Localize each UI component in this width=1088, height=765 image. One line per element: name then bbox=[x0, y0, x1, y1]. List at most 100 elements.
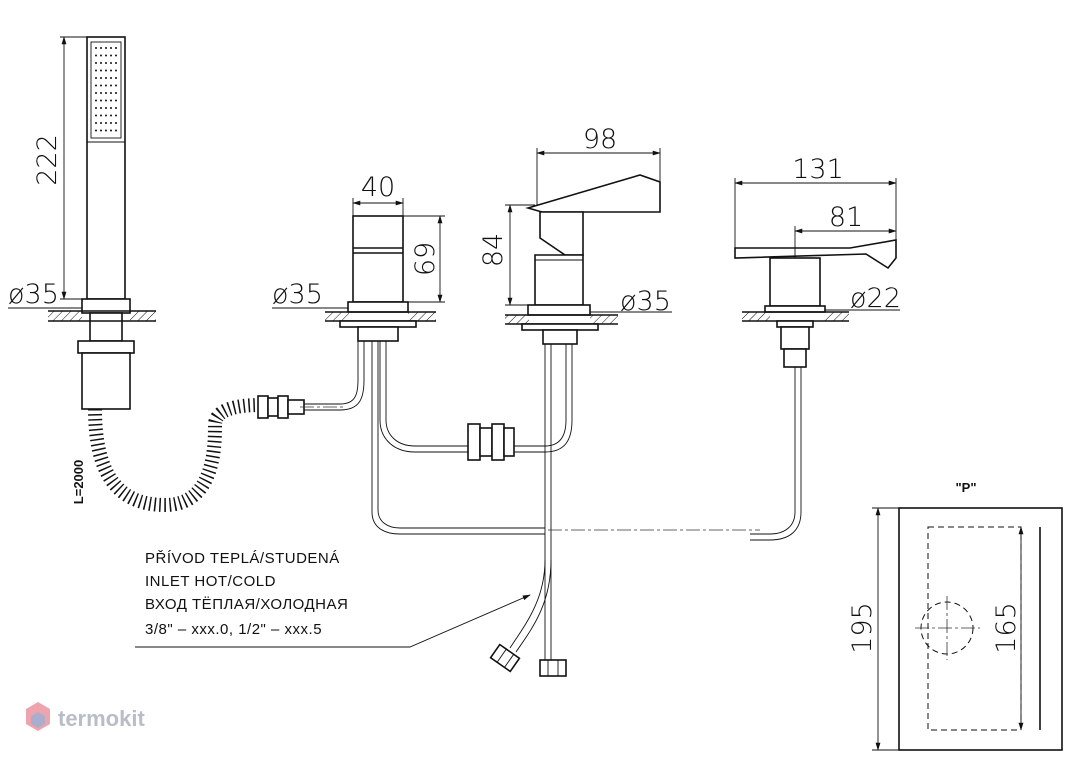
nozzle-dot bbox=[95, 84, 97, 87]
dimension-handshower-dia: ø35 bbox=[8, 279, 82, 310]
dimension-diverter-dia: ø35 bbox=[272, 279, 348, 310]
nozzle-dot bbox=[100, 99, 102, 102]
nozzle-dot bbox=[100, 69, 102, 72]
nozzle-dot bbox=[105, 77, 107, 79]
nozzle-dot bbox=[95, 92, 97, 94]
dimension-mixer-height: 84 bbox=[478, 204, 535, 306]
nozzle-dot bbox=[115, 84, 117, 87]
dim-69-label: 69 bbox=[410, 242, 441, 276]
note-line-2: INLET HOT/COLD bbox=[145, 573, 276, 590]
dimension-spout-dia: ø22 bbox=[825, 283, 901, 314]
nozzle-dot bbox=[95, 77, 97, 79]
shower-hose bbox=[88, 335, 365, 513]
nozzle-dot bbox=[100, 84, 102, 87]
pipes bbox=[135, 341, 802, 677]
nozzle-dot bbox=[115, 62, 117, 64]
nozzle-dot bbox=[115, 114, 117, 117]
note-line-4: 3/8" – xxx.0, 1/2" – xxx.5 bbox=[145, 621, 322, 638]
nozzle-dot bbox=[115, 107, 117, 109]
dimension-mixer-dia: ø35 bbox=[590, 286, 672, 317]
nozzle-dot bbox=[105, 122, 107, 124]
nozzle-dot bbox=[95, 47, 97, 49]
nozzle-dot bbox=[100, 47, 102, 49]
nozzle-dot bbox=[105, 129, 107, 132]
nozzle-dot bbox=[105, 84, 107, 87]
nozzle-dot bbox=[95, 69, 97, 72]
dim-131-label: 131 bbox=[792, 154, 844, 185]
nozzle-dot bbox=[100, 129, 102, 132]
nozzle-dot bbox=[105, 69, 107, 72]
nozzle-dot bbox=[110, 84, 112, 87]
nozzle-dot bbox=[110, 99, 112, 102]
nozzle-dot bbox=[95, 62, 97, 64]
nozzle-dot bbox=[110, 47, 112, 49]
hose-length-label: L=2000 bbox=[71, 460, 86, 504]
nozzle-dot bbox=[95, 54, 97, 57]
nozzle-dot bbox=[115, 92, 117, 94]
nozzle-dot bbox=[110, 122, 112, 124]
nozzle-dot bbox=[105, 107, 107, 109]
nozzle-dot bbox=[100, 54, 102, 57]
dim-dia22-label: ø22 bbox=[850, 283, 901, 314]
dim-165-label: 165 bbox=[991, 602, 1022, 654]
dim-195-label: 195 bbox=[847, 602, 878, 654]
note-line-1: PŘÍVOD TEPLÁ/STUDENÁ bbox=[145, 550, 340, 567]
nozzle-dot bbox=[100, 122, 102, 124]
dim-84-label: 84 bbox=[478, 233, 509, 267]
nozzle-dot bbox=[95, 114, 97, 117]
nozzle-dot bbox=[105, 114, 107, 117]
detail-p-plate: "P" 195 165 bbox=[847, 480, 1063, 751]
nozzle-dot bbox=[110, 69, 112, 72]
nozzle-dot bbox=[110, 62, 112, 64]
nozzle-dot bbox=[110, 129, 112, 132]
nozzle-dot bbox=[115, 129, 117, 132]
dim-dia35-left-label: ø35 bbox=[8, 279, 59, 310]
dim-98-label: 98 bbox=[583, 124, 617, 155]
termokit-watermark: termokit bbox=[26, 702, 145, 731]
dimension-diverter-height: 69 bbox=[403, 215, 445, 303]
nozzle-dot bbox=[115, 77, 117, 79]
dimension-diverter-width: 40 bbox=[352, 172, 404, 216]
dimension-handshower-height: 222 bbox=[32, 36, 87, 300]
nozzle-dot bbox=[110, 92, 112, 94]
dimension-spout-width: 131 bbox=[734, 154, 897, 248]
nozzle-dot bbox=[115, 99, 117, 102]
dimension-spout-reach: 81 bbox=[794, 202, 897, 258]
nozzle-dot bbox=[105, 54, 107, 57]
nozzle-dot bbox=[100, 77, 102, 79]
nozzle-dot bbox=[100, 62, 102, 64]
nozzle-dot bbox=[105, 99, 107, 102]
nozzle-dot bbox=[110, 114, 112, 117]
diverter bbox=[325, 215, 436, 342]
nozzle-dot bbox=[110, 107, 112, 109]
nozzle-dot bbox=[95, 99, 97, 102]
nozzle-dot bbox=[115, 122, 117, 124]
nozzle-dot bbox=[115, 54, 117, 57]
dim-dia35-mid-label: ø35 bbox=[272, 279, 323, 310]
nozzle-dot bbox=[115, 69, 117, 72]
dimension-mixer-width: 98 bbox=[536, 124, 661, 205]
nozzle-dot bbox=[105, 62, 107, 64]
nozzle-dot bbox=[110, 77, 112, 79]
note-line-3: ВХОД ТЁПЛАЯ/ХОЛОДНАЯ bbox=[145, 596, 348, 613]
nozzle-dot bbox=[95, 122, 97, 124]
nozzle-dot bbox=[105, 47, 107, 49]
nozzle-dot bbox=[115, 47, 117, 49]
nozzle-dot bbox=[110, 54, 112, 57]
dim-81-label: 81 bbox=[829, 202, 863, 233]
nozzle-dot bbox=[95, 107, 97, 109]
dim-dia35-right-label: ø35 bbox=[620, 286, 671, 317]
nozzle-dot bbox=[95, 129, 97, 132]
nozzle-dot bbox=[100, 92, 102, 94]
inlet-note: PŘÍVOD TEPLÁ/STUDENÁ INLET HOT/COLD ВХОД… bbox=[145, 550, 348, 638]
spout bbox=[734, 239, 897, 368]
dim-222-label: 222 bbox=[32, 134, 63, 186]
watermark-text: termokit bbox=[58, 706, 145, 731]
detail-p-label: "P" bbox=[956, 480, 977, 495]
nozzle-dot bbox=[105, 92, 107, 94]
mixer bbox=[505, 174, 661, 345]
nozzle-dot bbox=[100, 114, 102, 117]
nozzle-dot bbox=[100, 107, 102, 109]
hand-shower bbox=[48, 36, 156, 410]
